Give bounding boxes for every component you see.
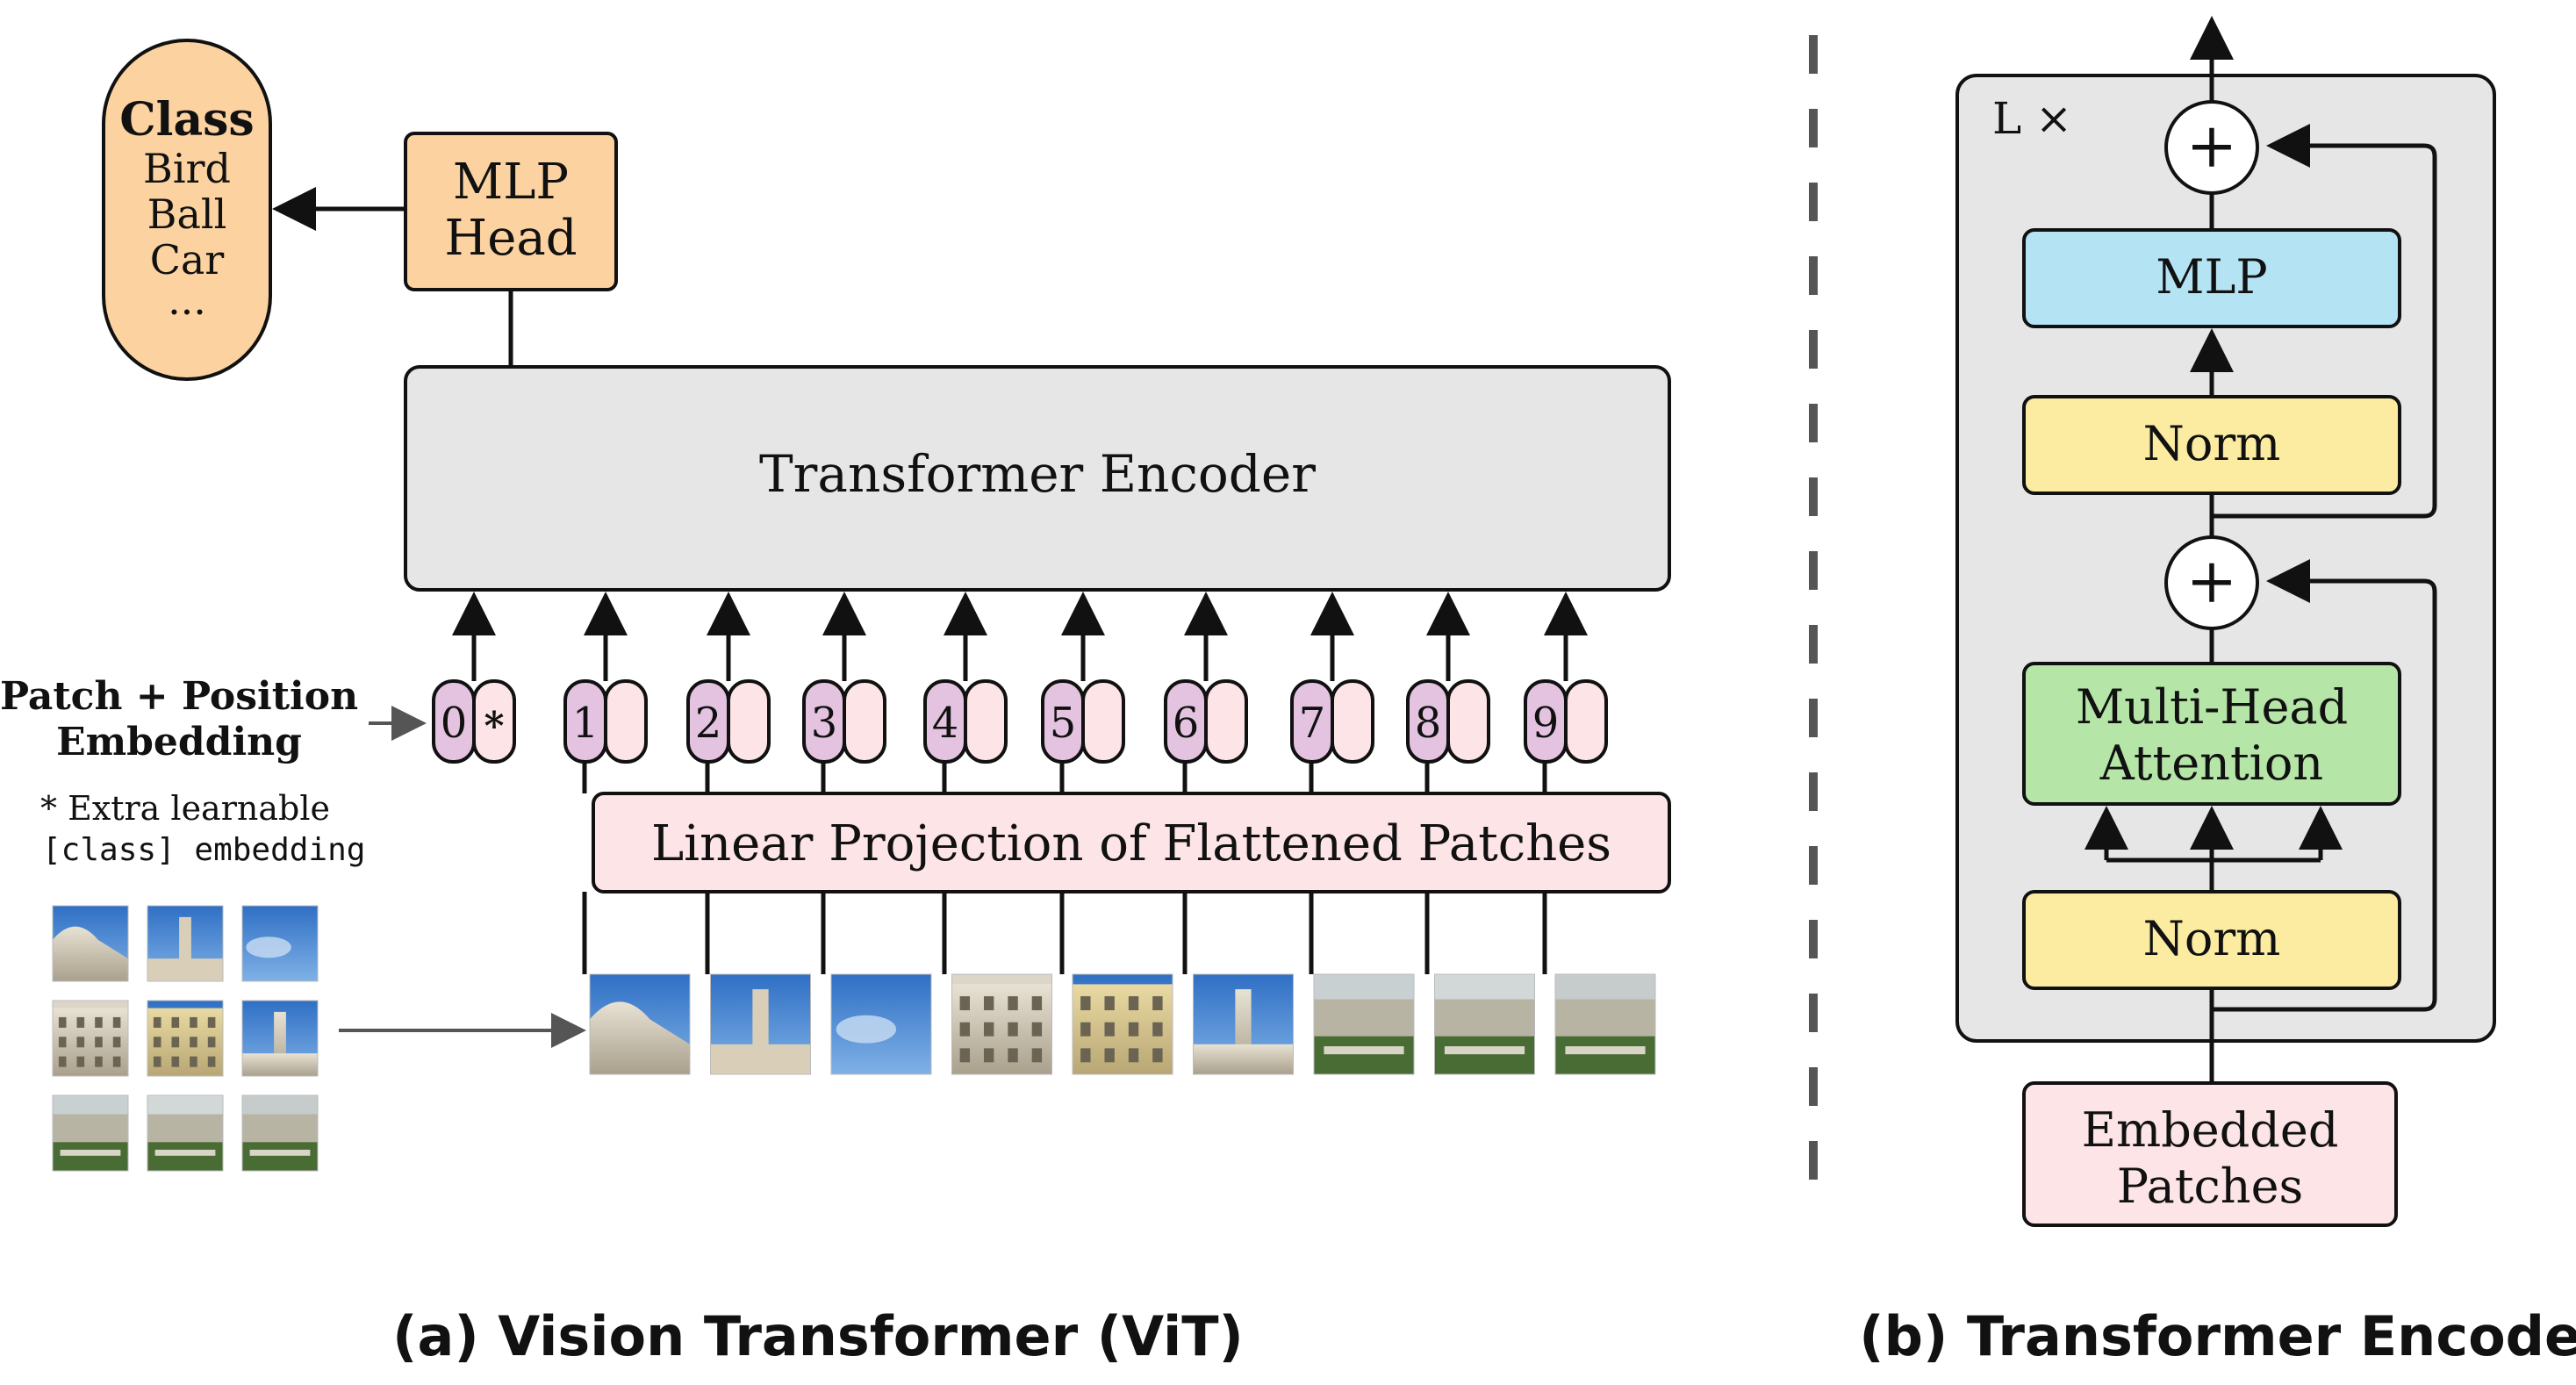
norm-box-bottom: Norm xyxy=(2022,890,2401,990)
class-item-ellipsis: ... xyxy=(168,276,206,324)
patch-embedding-3 xyxy=(843,679,886,764)
token-pair-3: 3 xyxy=(802,592,886,793)
token-pair-8: 8 xyxy=(1406,592,1490,793)
residual-path-top xyxy=(2212,124,2437,519)
add-symbol-mid: + xyxy=(2186,545,2238,617)
patch-embedding-5 xyxy=(1081,679,1125,764)
caption-b: (b) Transformer Encoder xyxy=(1859,1304,2576,1368)
mha-label-line2: Attention xyxy=(2099,736,2323,791)
patch-connectors xyxy=(582,892,1547,974)
token-pair-1: 1 xyxy=(563,592,648,793)
norm-box-top: Norm xyxy=(2022,395,2401,495)
repeat-label: L × xyxy=(1992,93,2072,144)
extra-note-line2: [class] embedding xyxy=(42,832,365,868)
token-pair-4: 4 xyxy=(923,592,1008,793)
class-item-ball: Ball xyxy=(147,190,227,238)
mlp-head-box: MLP Head xyxy=(404,132,618,291)
patch-5 xyxy=(1072,973,1173,1075)
token-pair-9: 9 xyxy=(1524,592,1608,793)
grid-patch-5 xyxy=(147,1000,224,1077)
token-pair-5: 5 xyxy=(1041,592,1125,793)
patch-embedding-0 xyxy=(472,679,516,764)
patch-embedding-4 xyxy=(964,679,1008,764)
class-token-star: * xyxy=(484,704,504,749)
grid-patch-8 xyxy=(147,1094,224,1172)
linear-projection-label: Linear Projection of Flattened Patches xyxy=(651,815,1611,872)
token-index-2: 2 xyxy=(695,699,722,748)
embedded-label-line1: Embedded xyxy=(2082,1102,2339,1158)
token-pair-0: 0* xyxy=(432,592,516,764)
norm-label-bottom: Norm xyxy=(2143,911,2281,966)
token-pair-7: 7 xyxy=(1290,592,1374,793)
class-item-bird: Bird xyxy=(143,145,231,192)
patch-embedding-6 xyxy=(1204,679,1248,764)
grid-patch-9 xyxy=(241,1094,319,1172)
multi-head-attention-box: Multi-Head Attention xyxy=(2022,662,2401,806)
extra-note-line1: * Extra learnable xyxy=(40,789,330,828)
patch-8 xyxy=(1434,973,1535,1075)
transformer-encoder-label: Transformer Encoder xyxy=(759,444,1316,504)
patch-1 xyxy=(589,973,691,1075)
patch-4 xyxy=(951,973,1052,1075)
add-symbol-top: + xyxy=(2186,110,2238,182)
patch-embedding-2 xyxy=(727,679,771,764)
grid-patch-1 xyxy=(52,905,129,982)
token-index-6: 6 xyxy=(1173,699,1200,748)
class-title: Class xyxy=(119,93,254,147)
caption-a: (a) Vision Transformer (ViT) xyxy=(392,1304,1244,1368)
patch-3 xyxy=(830,973,932,1075)
patch-embedding-7 xyxy=(1331,679,1374,764)
grid-patch-6 xyxy=(241,1000,319,1077)
grid-patch-4 xyxy=(52,1000,129,1077)
token-index-4: 4 xyxy=(932,699,959,748)
grid-patch-7 xyxy=(52,1094,129,1172)
patch-6 xyxy=(1193,973,1294,1075)
mha-label-line1: Multi-Head xyxy=(2076,679,2348,735)
class-output-box: Class Bird Ball Car ... xyxy=(102,39,272,381)
token-index-9: 9 xyxy=(1532,699,1560,748)
mlp-box: MLP xyxy=(2022,228,2401,328)
patch-9 xyxy=(1554,973,1656,1075)
token-index-5: 5 xyxy=(1050,699,1077,748)
mlp-label: MLP xyxy=(2156,249,2268,305)
token-index-0: 0 xyxy=(441,699,468,748)
patch-embedding-9 xyxy=(1564,679,1608,764)
embedded-label-line2: Patches xyxy=(2117,1159,2304,1214)
token-pair-6: 6 xyxy=(1164,592,1248,793)
patch-2 xyxy=(710,973,811,1075)
patch-embedding-8 xyxy=(1446,679,1490,764)
embedded-patches-box: Embedded Patches xyxy=(2022,1081,2398,1227)
grid-patch-2 xyxy=(147,905,224,982)
patch-7 xyxy=(1313,973,1415,1075)
norm-label-top: Norm xyxy=(2143,416,2281,471)
flattened-patches xyxy=(589,973,1656,1075)
token-index-1: 1 xyxy=(572,699,599,748)
mlp-head-line2: Head xyxy=(444,210,577,267)
residual-path-bottom xyxy=(2212,559,2437,1012)
transformer-encoder-box: Transformer Encoder xyxy=(404,365,1671,592)
token-index-3: 3 xyxy=(811,699,838,748)
token-index-7: 7 xyxy=(1299,699,1326,748)
image-patch-grid xyxy=(52,905,319,1172)
class-item-car: Car xyxy=(150,236,225,283)
mlp-head-line1: MLP xyxy=(453,154,569,211)
patch-position-label-line2: Embedding xyxy=(56,720,302,764)
patch-embedding-1 xyxy=(604,679,648,764)
grid-patch-3 xyxy=(241,905,319,982)
linear-projection-box: Linear Projection of Flattened Patches xyxy=(592,792,1671,893)
patch-position-label-line1: Patch + Position xyxy=(0,674,358,719)
token-index-8: 8 xyxy=(1415,699,1442,748)
token-pair-2: 2 xyxy=(686,592,771,793)
